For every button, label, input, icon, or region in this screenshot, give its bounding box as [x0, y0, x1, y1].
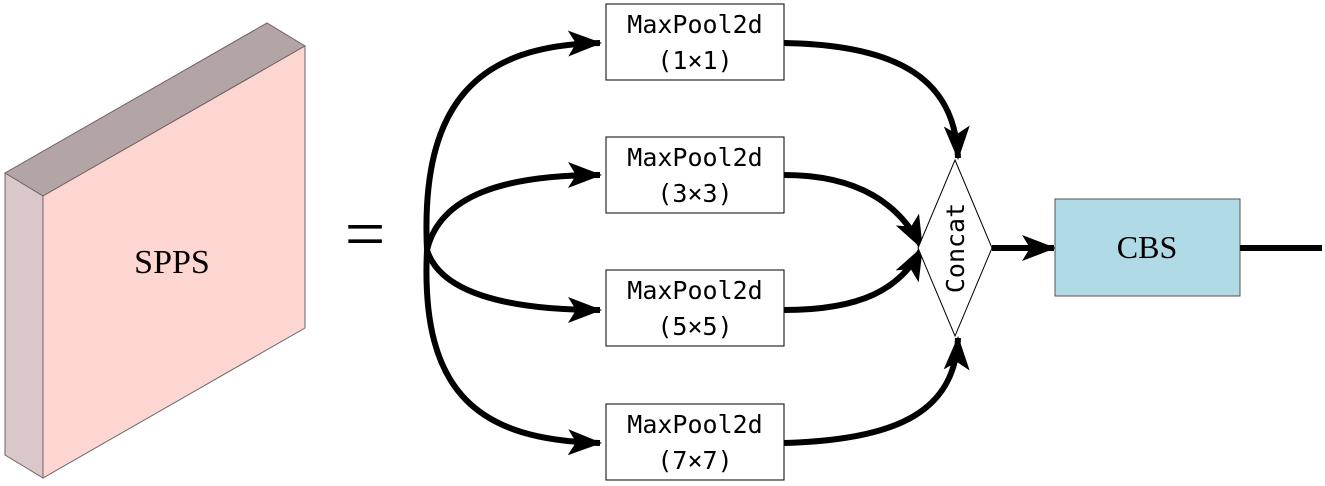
- arrow-to-pool-1: [423, 30, 602, 251]
- concat-label: Concat: [941, 203, 970, 293]
- spps-block-label: SPPS: [134, 244, 210, 281]
- pool-box-2: MaxPool2d (3×3): [605, 136, 785, 214]
- pool-4-title: MaxPool2d: [627, 410, 762, 439]
- pool-3-kernel: (5×5): [657, 312, 732, 341]
- arrow-pool-1-to-concat: [783, 40, 970, 160]
- pool-box-3-frame: [605, 269, 785, 347]
- spps-block-side-face: [4, 172, 44, 479]
- pool-box-4-frame: [605, 403, 785, 481]
- pool-1-title: MaxPool2d: [627, 10, 762, 39]
- pool-1-kernel: (1×1): [657, 46, 732, 75]
- arrow-to-pool-4: [423, 249, 602, 456]
- pool-box-2-frame: [605, 136, 785, 214]
- cbs-label: CBS: [1117, 229, 1177, 265]
- concat-diamond: [917, 158, 993, 338]
- arrow-pool-2-to-concat: [783, 172, 925, 250]
- arrow-pool-3-to-concat: [783, 246, 925, 313]
- arrow-to-pool-2: [424, 162, 602, 251]
- pool-box-1-frame: [605, 3, 785, 81]
- cbs-block: CBS: [1054, 198, 1241, 297]
- spps-block-front-face: [42, 45, 306, 479]
- cbs-box: [1054, 198, 1241, 297]
- spps-block: SPPS: [4, 22, 306, 479]
- arrow-to-pool-3: [424, 248, 602, 323]
- pool-2-kernel: (3×3): [657, 179, 732, 208]
- pool-4-kernel: (7×7): [657, 446, 732, 475]
- input-arrows: [423, 30, 602, 456]
- equals-sign: =: [345, 194, 386, 274]
- pool-box-1: MaxPool2d (1×1): [605, 3, 785, 81]
- pool-2-title: MaxPool2d: [627, 143, 762, 172]
- output-arrows: [783, 40, 970, 446]
- pool-box-3: MaxPool2d (5×5): [605, 269, 785, 347]
- arrow-pool-4-to-concat: [783, 336, 970, 446]
- pool-box-4: MaxPool2d (7×7): [605, 403, 785, 481]
- pool-3-title: MaxPool2d: [627, 276, 762, 305]
- concat-node: Concat: [917, 158, 993, 338]
